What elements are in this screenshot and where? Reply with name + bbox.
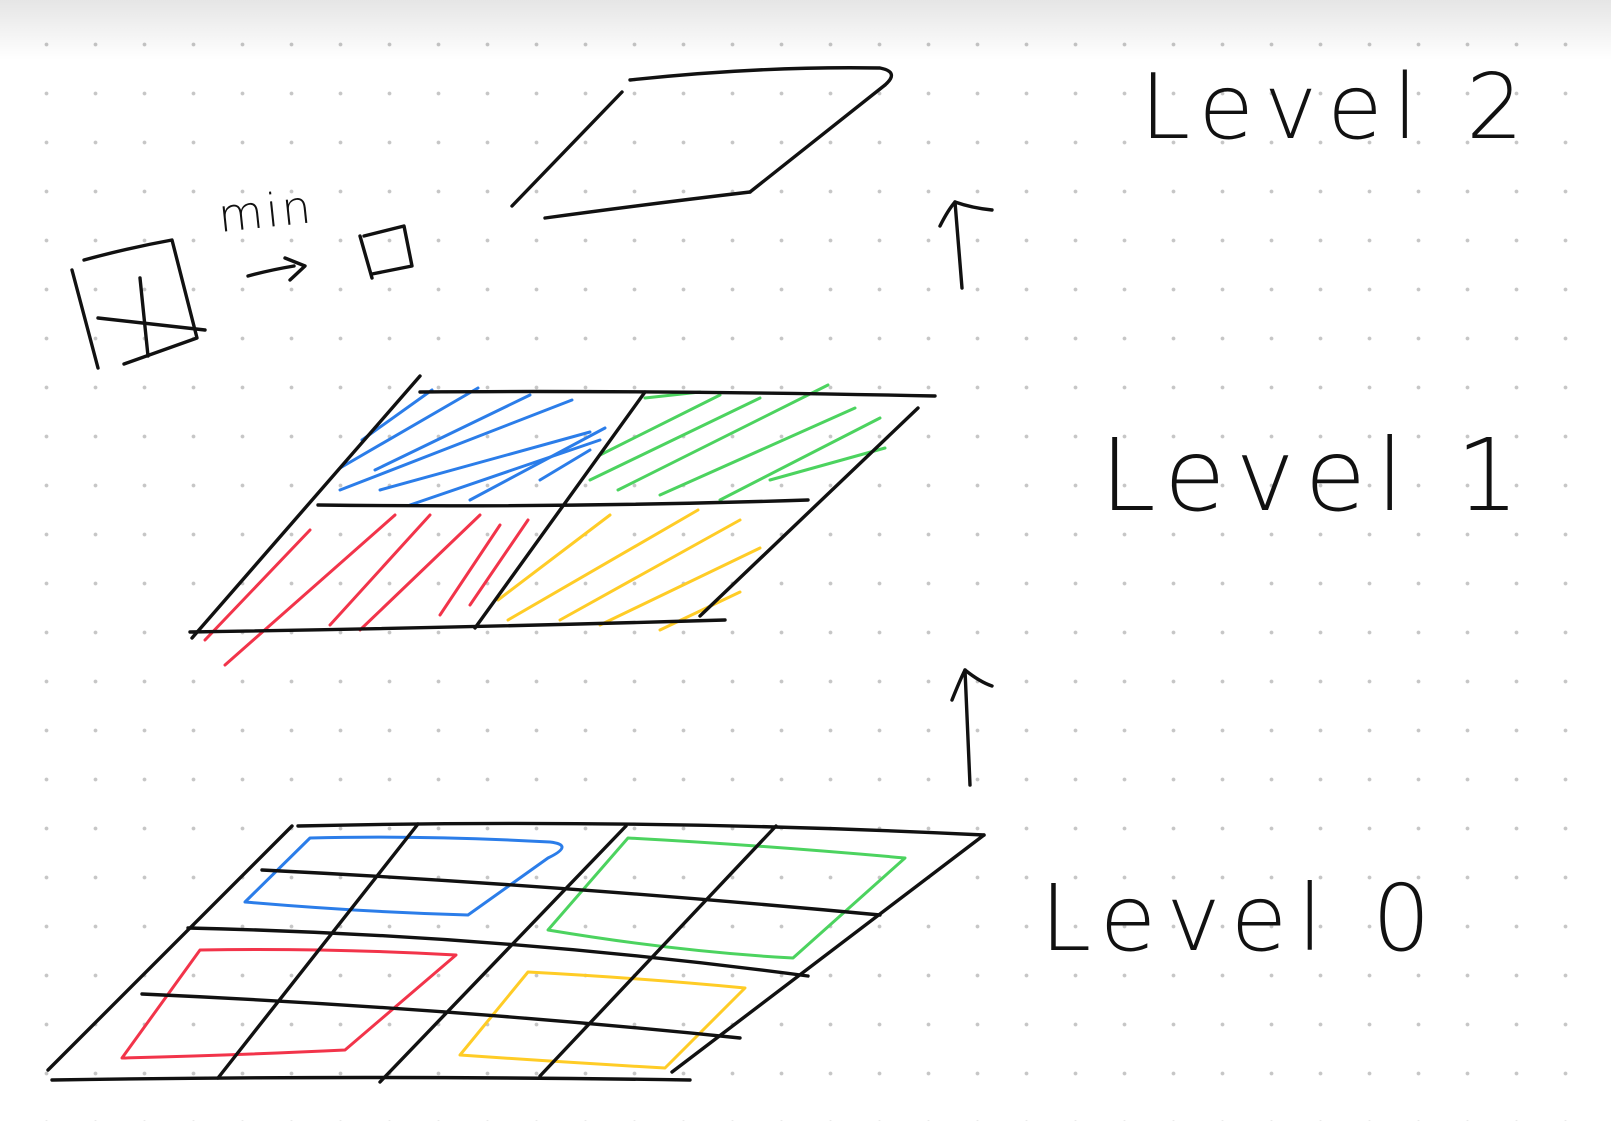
top-shadow xyxy=(0,0,1611,60)
min-label: min xyxy=(216,179,317,243)
level1-yellow-hatch xyxy=(496,508,762,632)
level0-blue-pool xyxy=(243,835,564,917)
level1-blue-hatch xyxy=(338,386,607,507)
level2-cell xyxy=(510,66,894,220)
level0-red-pool xyxy=(120,948,458,1060)
level1-label: Level 1 xyxy=(1100,417,1529,534)
level0-label: Level 0 xyxy=(1040,865,1441,972)
level0-green-pool xyxy=(546,836,907,960)
arrow-up-icon xyxy=(938,200,994,290)
level2-label: Level 2 xyxy=(1140,55,1533,160)
arrow-up-icon xyxy=(950,668,994,787)
level1-green-hatch xyxy=(588,383,887,502)
small-square-icon xyxy=(358,224,414,280)
level1-red-hatch xyxy=(203,513,530,667)
level0-yellow-pool xyxy=(458,970,747,1070)
arrow-right-icon xyxy=(246,256,307,282)
level0-grid xyxy=(46,821,986,1084)
min-pool-legend xyxy=(70,238,207,370)
level1-grid xyxy=(188,374,937,640)
